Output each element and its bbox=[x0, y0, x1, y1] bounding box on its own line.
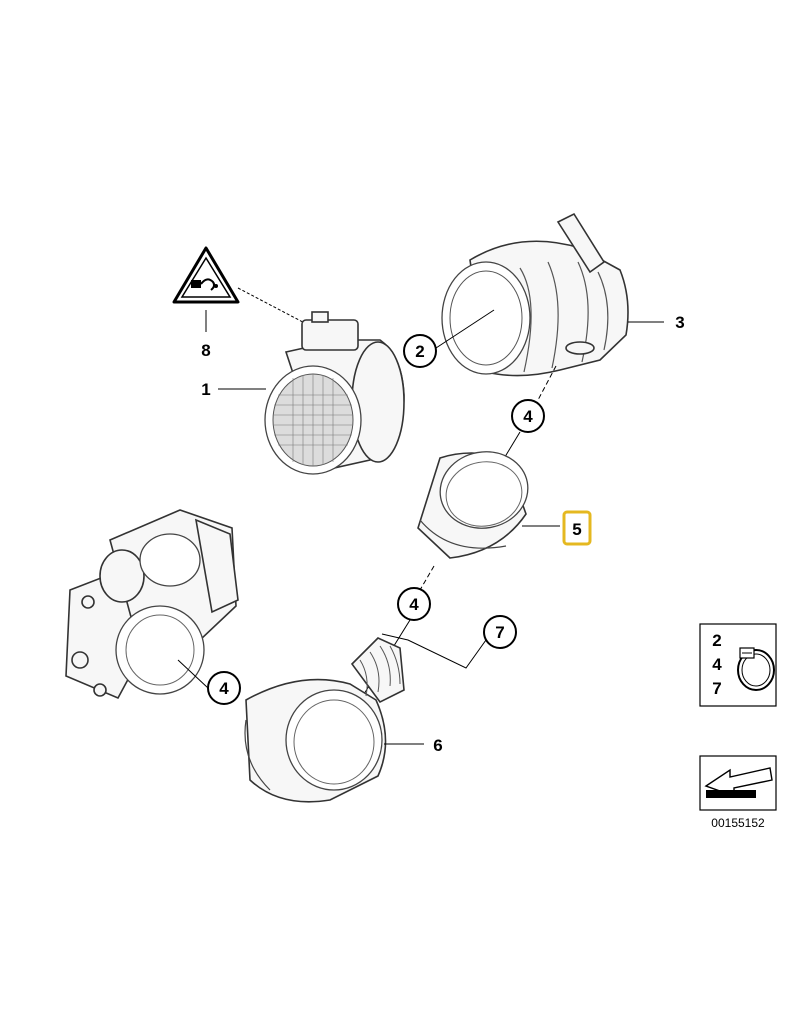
document-number: 00155152 bbox=[711, 816, 765, 830]
svg-text:4: 4 bbox=[219, 679, 229, 698]
hose-clamp-icon bbox=[737, 647, 775, 691]
callout-4-upper[interactable]: 4 bbox=[511, 399, 545, 433]
legend-box[interactable]: 2 4 7 bbox=[699, 623, 777, 707]
part-label-1[interactable]: 1 bbox=[201, 380, 210, 399]
callout-4-middle[interactable]: 4 bbox=[397, 587, 431, 621]
throttle-body-part[interactable] bbox=[65, 509, 239, 700]
direction-arrow-icon bbox=[704, 767, 773, 798]
legend-item-4: 4 bbox=[712, 655, 722, 674]
leader-line-2 bbox=[435, 309, 495, 349]
leader-line-7 bbox=[381, 633, 487, 669]
centerline-3-5 bbox=[537, 365, 557, 401]
legend-item-2: 2 bbox=[712, 631, 721, 650]
air-mass-meter-part[interactable] bbox=[264, 311, 405, 475]
intake-boot-part[interactable] bbox=[441, 212, 629, 377]
seal-ring-part[interactable] bbox=[417, 445, 534, 559]
part-label-6[interactable]: 6 bbox=[433, 736, 442, 755]
direction-arrow-box[interactable] bbox=[699, 755, 777, 811]
centerline-5-6 bbox=[419, 565, 435, 591]
legend-item-7: 7 bbox=[712, 679, 721, 698]
elbow-hose-part[interactable] bbox=[244, 637, 405, 803]
part-label-8[interactable]: 8 bbox=[201, 341, 210, 360]
callout-2[interactable]: 2 bbox=[403, 334, 437, 368]
callout-7[interactable]: 7 bbox=[483, 615, 517, 649]
warning-triangle-connector-icon[interactable] bbox=[172, 246, 240, 304]
callout-5-highlighted[interactable]: 5 bbox=[562, 510, 592, 546]
svg-text:4: 4 bbox=[523, 407, 533, 426]
part-label-3[interactable]: 3 bbox=[675, 313, 684, 332]
leader-line-4c bbox=[177, 659, 209, 689]
callout-4-lower[interactable]: 4 bbox=[207, 671, 241, 705]
svg-text:7: 7 bbox=[495, 623, 504, 642]
svg-text:4: 4 bbox=[409, 595, 419, 614]
svg-text:5: 5 bbox=[572, 520, 581, 539]
svg-text:2: 2 bbox=[415, 342, 424, 361]
